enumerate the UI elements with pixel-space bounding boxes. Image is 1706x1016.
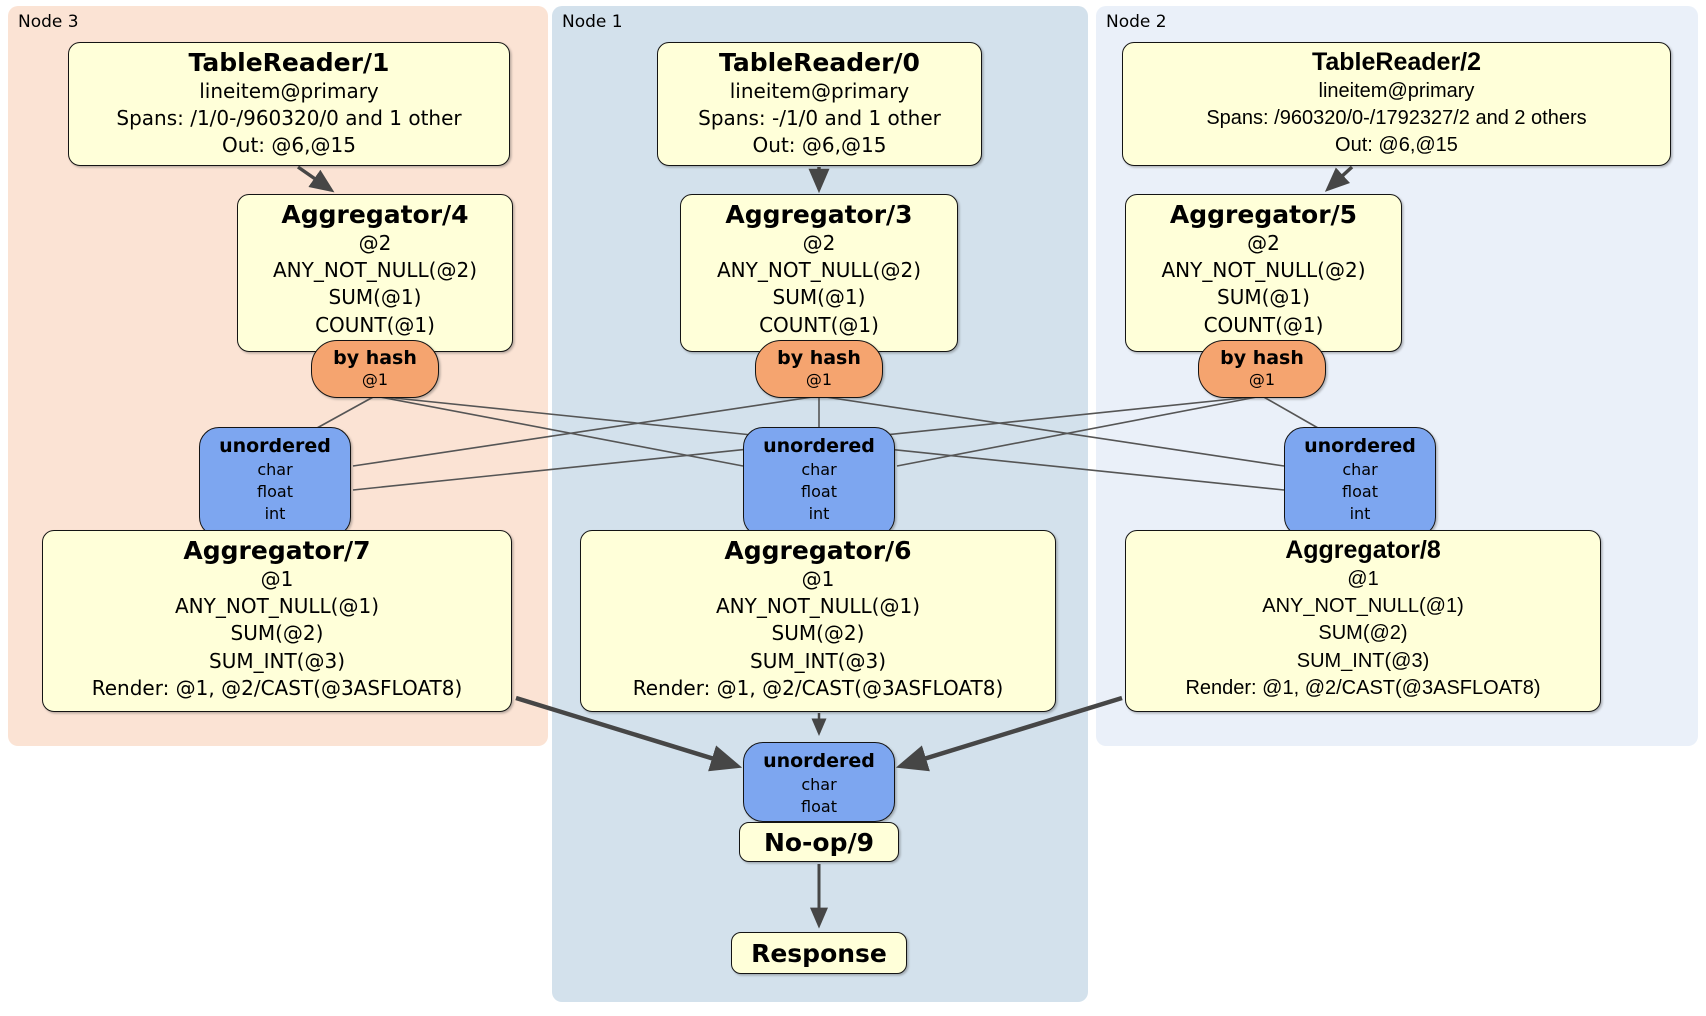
index-line: lineitem@primary (199, 79, 379, 103)
sync-title: unordered (763, 750, 875, 772)
out-line: Out: @6,@15 (752, 133, 887, 158)
router-title: by hash (333, 347, 417, 369)
agg-line: SUM(@2) (230, 621, 324, 646)
agg-line: ANY_NOT_NULL(@2) (273, 258, 477, 283)
agg-line: SUM(@1) (772, 285, 866, 310)
node2-label: Node 2 (1106, 12, 1167, 32)
agg-line: ANY_NOT_NULL(@2) (717, 258, 921, 283)
sync-type: float (801, 482, 837, 501)
out-line: Out: @6,@15 (222, 133, 356, 158)
router-title: by hash (777, 347, 861, 369)
agg-line: ANY_NOT_NULL(@1) (175, 594, 379, 619)
hash-router-node3: by hash @1 (311, 340, 439, 398)
agg-line: ANY_NOT_NULL(@2) (1161, 258, 1366, 283)
processor-title: Aggregator/5 (1169, 200, 1358, 229)
unordered-sync-node1: unordered char float int (743, 427, 895, 537)
tablereader-1-box: TableReader/1 lineitem@primary Spans: /1… (68, 42, 510, 166)
agg-line: SUM(@1) (328, 285, 422, 310)
hash-router-node2: by hash @1 (1198, 340, 1326, 398)
sync-type: char (1342, 460, 1378, 479)
sync-type: int (264, 504, 286, 523)
agg-line: SUM(@2) (771, 621, 865, 646)
agg-line: COUNT(@1) (1203, 312, 1324, 337)
index-line: lineitem@primary (729, 79, 910, 103)
noop-9-box: No-op/9 (739, 822, 899, 862)
tablereader-2-box: TableReader/2 lineitem@primary Spans: /9… (1122, 42, 1671, 166)
router-detail: @1 (1248, 370, 1276, 389)
router-detail: @1 (805, 370, 833, 389)
agg-line: @1 (1347, 568, 1379, 590)
agg-line: @2 (1247, 231, 1280, 255)
unordered-sync-final: unordered char float (743, 742, 895, 822)
sync-type: float (801, 797, 837, 816)
sync-type: char (801, 460, 837, 479)
agg-line: COUNT(@1) (315, 312, 435, 337)
agg-line: SUM(@1) (1217, 285, 1310, 310)
agg-line: SUM_INT(@3) (750, 648, 886, 673)
agg-line: ANY_NOT_NULL(@1) (1262, 595, 1464, 618)
noop-title: No-op/9 (763, 827, 875, 857)
agg-line: @2 (358, 231, 392, 255)
aggregator-8-box: Aggregator/8 @1 ANY_NOT_NULL(@1) SUM(@2)… (1125, 530, 1601, 712)
aggregator-4-box: Aggregator/4 @2 ANY_NOT_NULL(@2) SUM(@1)… (237, 194, 513, 352)
unordered-sync-node3: unordered char float int (199, 427, 351, 537)
index-line: lineitem@primary (1318, 80, 1475, 102)
processor-title: TableReader/2 (1311, 48, 1482, 76)
agg-line: COUNT(@1) (759, 312, 879, 337)
agg-render-line: Render: @1, @2/CAST(@3ASFLOAT8) (91, 675, 463, 700)
sync-type: char (801, 775, 837, 794)
hash-router-node1: by hash @1 (755, 340, 883, 398)
sync-title: unordered (219, 435, 331, 457)
aggregator-6-box: Aggregator/6 @1 ANY_NOT_NULL(@1) SUM(@2)… (580, 530, 1056, 712)
agg-line: SUM_INT(@3) (1296, 649, 1430, 672)
processor-title: Aggregator/6 (724, 536, 912, 565)
node1-label: Node 1 (562, 12, 623, 32)
out-line: Out: @6,@15 (1335, 134, 1458, 157)
unordered-sync-node2: unordered char float int (1284, 427, 1436, 537)
response-title: Response (751, 938, 887, 968)
router-detail: @1 (361, 370, 389, 389)
sync-type: float (1342, 482, 1378, 501)
aggregator-3-box: Aggregator/3 @2 ANY_NOT_NULL(@2) SUM(@1)… (680, 194, 958, 352)
agg-line: @1 (260, 567, 294, 591)
response-box: Response (731, 932, 907, 974)
spans-line: Spans: /960320/0-/1792327/2 and 2 others (1206, 107, 1587, 130)
flow-arrows (296, 165, 1354, 929)
tablereader-0-box: TableReader/0 lineitem@primary Spans: -/… (657, 42, 982, 166)
processor-title: Aggregator/7 (183, 536, 371, 565)
spans-line: Spans: -/1/0 and 1 other (698, 106, 941, 131)
agg-line: SUM(@2) (1318, 622, 1408, 645)
sync-type: float (257, 482, 293, 501)
sync-type: char (257, 460, 293, 479)
spans-line: Spans: /1/0-/960320/0 and 1 other (116, 106, 462, 131)
processor-title: Aggregator/4 (281, 200, 469, 229)
agg-line: @1 (801, 567, 835, 591)
agg-line: ANY_NOT_NULL(@1) (716, 594, 920, 619)
sync-type: int (1349, 504, 1371, 523)
agg-render-line: Render: @1, @2/CAST(@3ASFLOAT8) (1185, 676, 1541, 699)
processor-title: Aggregator/8 (1285, 536, 1441, 564)
sync-title: unordered (763, 435, 875, 457)
aggregator-7-box: Aggregator/7 @1 ANY_NOT_NULL(@1) SUM(@2)… (42, 530, 512, 712)
agg-line: SUM_INT(@3) (209, 648, 345, 673)
router-title: by hash (1220, 347, 1304, 369)
aggregator-5-box: Aggregator/5 @2 ANY_NOT_NULL(@2) SUM(@1)… (1125, 194, 1402, 352)
processor-title: TableReader/1 (188, 48, 390, 77)
agg-line: @2 (802, 231, 836, 255)
sync-title: unordered (1304, 435, 1416, 457)
node3-label: Node 3 (18, 12, 79, 32)
sync-type: int (808, 504, 830, 523)
agg-render-line: Render: @1, @2/CAST(@3ASFLOAT8) (632, 675, 1004, 700)
processor-title: TableReader/0 (719, 48, 920, 77)
processor-title: Aggregator/3 (725, 200, 913, 229)
